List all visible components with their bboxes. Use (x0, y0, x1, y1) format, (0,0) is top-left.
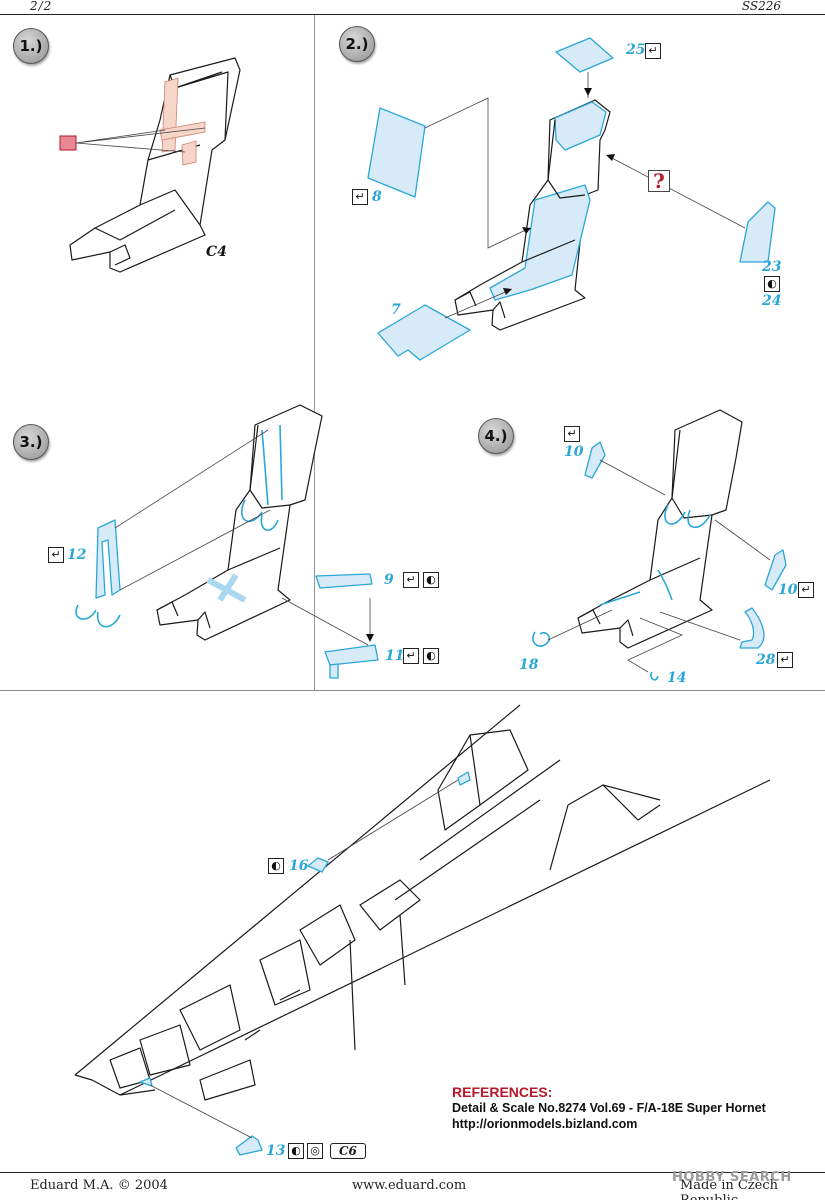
footer-rule (0, 1172, 825, 1173)
flip-icon: ◐ (288, 1143, 304, 1159)
bend-icon: ↵ (564, 426, 580, 442)
part-23-label: 23 (762, 259, 782, 275)
part-16-label: 16 (289, 858, 309, 874)
panel-divider-horizontal (0, 690, 825, 691)
part-13-label: 13 (266, 1143, 286, 1159)
step-2-badge: 2.) (339, 26, 375, 62)
set-code: SS226 (741, 0, 781, 13)
page-number: 2/2 (30, 0, 53, 13)
bend-icon: ↵ (352, 189, 368, 205)
bend-icon: ↵ (777, 652, 793, 668)
part-c4-label: C4 (206, 244, 227, 260)
flip-icon: ◐ (423, 648, 439, 664)
step-1-badge: 1.) (13, 28, 49, 64)
part-25-label: 25 (626, 42, 646, 58)
seat-step-1 (59, 57, 241, 273)
part-24-label: 24 (762, 293, 782, 309)
part-8-label: 8 (372, 189, 382, 205)
part-10-lower-label: 10 (778, 582, 798, 598)
photo-etch-icon: ◎ (307, 1143, 323, 1159)
part-c6-label: C6 (330, 1143, 366, 1159)
flip-icon: ◐ (764, 276, 780, 292)
flip-icon: ◐ (423, 572, 439, 588)
references-block: REFERENCES: Detail & Scale No.8274 Vol.6… (452, 1084, 766, 1132)
header-rule (0, 14, 825, 15)
part-12-label: 12 (67, 547, 87, 563)
part-7-label: 7 (391, 302, 401, 318)
bend-icon: ↵ (403, 572, 419, 588)
footer-origin: Made in Czech Republic (680, 1178, 779, 1200)
fuselage-canopy-view (74, 704, 771, 1156)
footer-website: www.eduard.com (352, 1178, 467, 1193)
seat-step-4 (532, 409, 787, 681)
part-11-label: 11 (385, 648, 405, 664)
part-28-label: 28 (756, 652, 776, 668)
footer-copyright: Eduard M.A. © 2004 (30, 1178, 168, 1193)
seat-step-2 (367, 37, 776, 361)
part-10-upper-label: 10 (564, 444, 584, 460)
bend-icon: ↵ (48, 547, 64, 563)
bend-icon: ↵ (403, 648, 419, 664)
bend-icon: ↵ (645, 43, 661, 59)
seat-step-3 (75, 404, 379, 679)
step-4-badge: 4.) (478, 418, 514, 454)
flip-icon: ◐ (268, 858, 284, 874)
part-14-label: 14 (667, 670, 687, 686)
references-title: REFERENCES: (452, 1084, 553, 1100)
references-line-2: http://orionmodels.bizland.com (452, 1117, 638, 1131)
bend-icon: ↵ (798, 582, 814, 598)
panel-divider-vertical (314, 15, 315, 691)
references-line-1: Detail & Scale No.8274 Vol.69 - F/A-18E … (452, 1101, 766, 1115)
part-18-label: 18 (519, 657, 539, 673)
step-3-badge: 3.) (13, 424, 49, 460)
part-9-label: 9 (384, 572, 394, 588)
watermark: HOBBY SEARCH (672, 1170, 792, 1185)
question-icon: ? (648, 170, 670, 192)
